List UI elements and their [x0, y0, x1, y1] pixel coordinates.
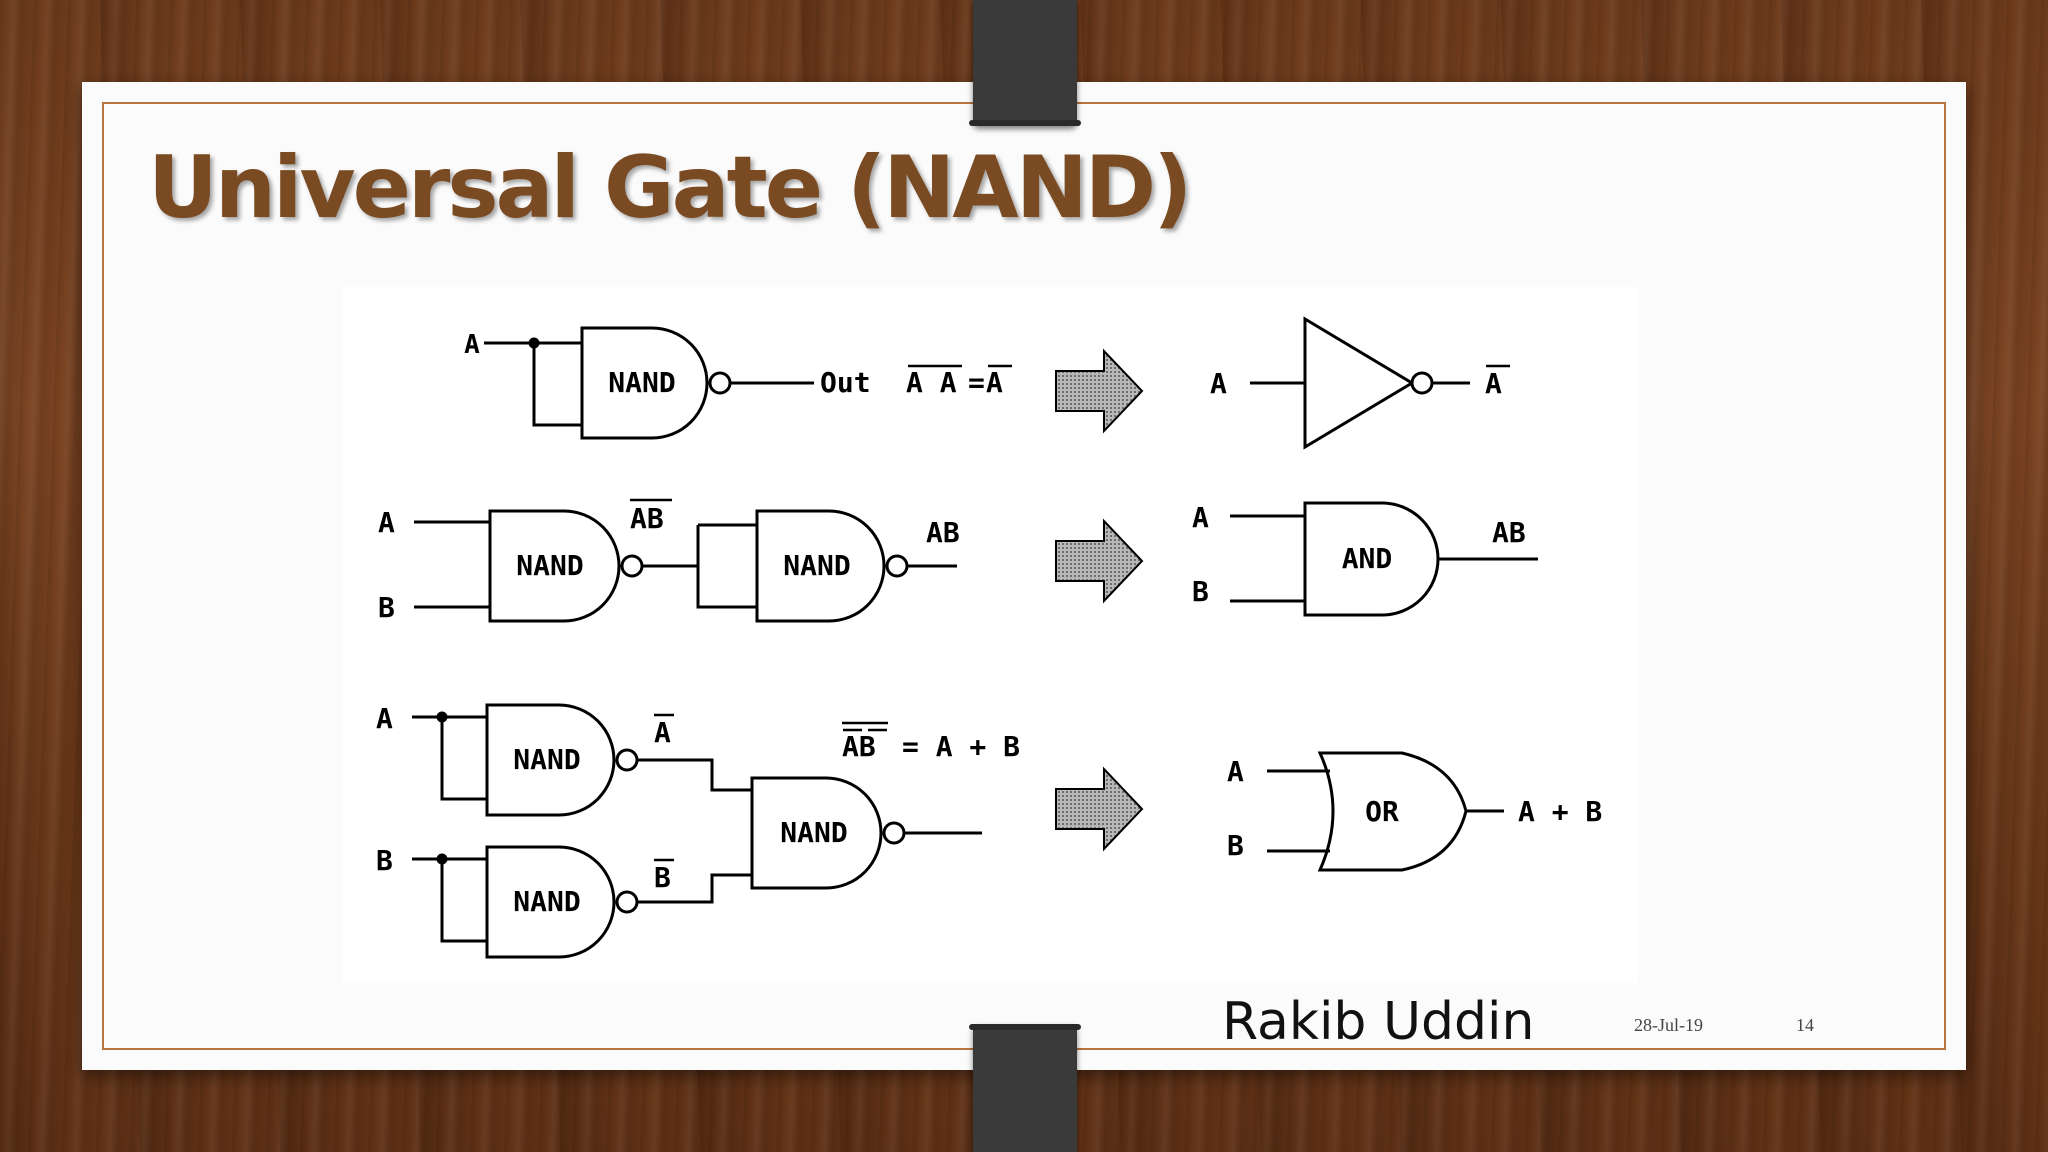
wire-inv-a-3 — [637, 758, 752, 792]
junction-dot-3b — [436, 853, 448, 865]
nand-gate-2b — [755, 509, 886, 623]
nand-universal-diagram: A NAND Out A A = A A A A B NAND AB NAND … — [342, 287, 1638, 983]
label-inv-b: B — [654, 861, 671, 894]
wire-tied-inputs-1 — [484, 341, 582, 427]
label-or-in-b: B — [1227, 829, 1244, 862]
arrow-right-icon — [1055, 518, 1144, 604]
diagram-canvas: A NAND Out A A = A A A A B NAND AB NAND … — [376, 316, 1602, 959]
label-or: OR — [1365, 795, 1399, 828]
nand-gate-1 — [580, 326, 709, 440]
label-nand-1: NAND — [608, 366, 675, 399]
nand-gate-3a — [485, 703, 616, 817]
author-name: Rakib Uddin — [1222, 992, 1535, 1052]
slide-date: 28-Jul-19 — [1634, 1015, 1703, 1035]
nand-gate-3c — [750, 776, 883, 890]
label-input-b-3: B — [376, 844, 393, 877]
label-ab-out: AB — [926, 516, 960, 549]
label-nand-3b: NAND — [513, 885, 580, 918]
wire-tied-b-3 — [412, 857, 487, 943]
label-nand-3c: NAND — [780, 816, 847, 849]
label-input-a-3: A — [376, 702, 393, 735]
wire-mid-2 — [642, 523, 757, 609]
wire-inv-b-3 — [637, 873, 752, 904]
label-not-in: A — [1210, 367, 1227, 400]
and-gate-symbol — [1303, 501, 1440, 617]
label-and-in-a: A — [1192, 501, 1209, 534]
label-or-out: A + B — [1518, 795, 1602, 828]
label-nand-2a: NAND — [516, 549, 583, 582]
bottom-binder-clip — [969, 1024, 1081, 1152]
inversion-bubble-3b — [615, 890, 639, 914]
not-row — [484, 316, 1510, 450]
label-eq-right-3: = A + B — [902, 730, 1020, 763]
label-ab-mid: AB — [630, 502, 664, 535]
nand-gate-2a — [488, 509, 621, 623]
top-binder-clip — [969, 0, 1081, 126]
label-not-out: A — [1485, 367, 1502, 400]
inversion-bubble-2b — [885, 554, 909, 578]
label-out-1: Out — [820, 366, 871, 399]
label-inv-a: A — [654, 716, 671, 749]
inversion-bubble-1 — [708, 371, 732, 395]
label-and-out: AB — [1492, 516, 1526, 549]
label-eq-eq-1: = — [968, 366, 985, 399]
label-and-in-b: B — [1192, 575, 1209, 608]
not-gate-bubble — [1410, 371, 1434, 395]
arrow-right-icon — [1055, 766, 1144, 852]
label-input-b-2: B — [378, 591, 395, 624]
slide-page-number: 14 — [1796, 1015, 1814, 1035]
junction-dot-1 — [528, 337, 540, 349]
not-gate-symbol — [1303, 316, 1415, 450]
arrow-right-icon — [1055, 348, 1144, 434]
slide-title: Universal Gate (NAND) — [148, 138, 1192, 238]
junction-dot-3a — [436, 711, 448, 723]
label-nand-3a: NAND — [513, 743, 580, 776]
or-gate-symbol — [1317, 751, 1468, 872]
and-row — [414, 498, 1538, 623]
label-and: AND — [1342, 542, 1393, 575]
label-input-a-2: A — [378, 506, 395, 539]
label-eq-left-1: A A — [906, 366, 957, 399]
inversion-bubble-3c — [882, 821, 906, 845]
label-input-a-1: A — [464, 330, 480, 360]
inversion-bubble-2a — [620, 554, 644, 578]
label-or-in-a: A — [1227, 755, 1244, 788]
or-row — [412, 703, 1504, 959]
label-eq-right-1: A — [986, 366, 1003, 399]
label-eq-left-3: AB — [842, 730, 876, 763]
wire-tied-a-3 — [412, 715, 487, 801]
inversion-bubble-3a — [615, 748, 639, 772]
nand-gate-3b — [485, 845, 616, 959]
label-nand-2b: NAND — [783, 549, 850, 582]
